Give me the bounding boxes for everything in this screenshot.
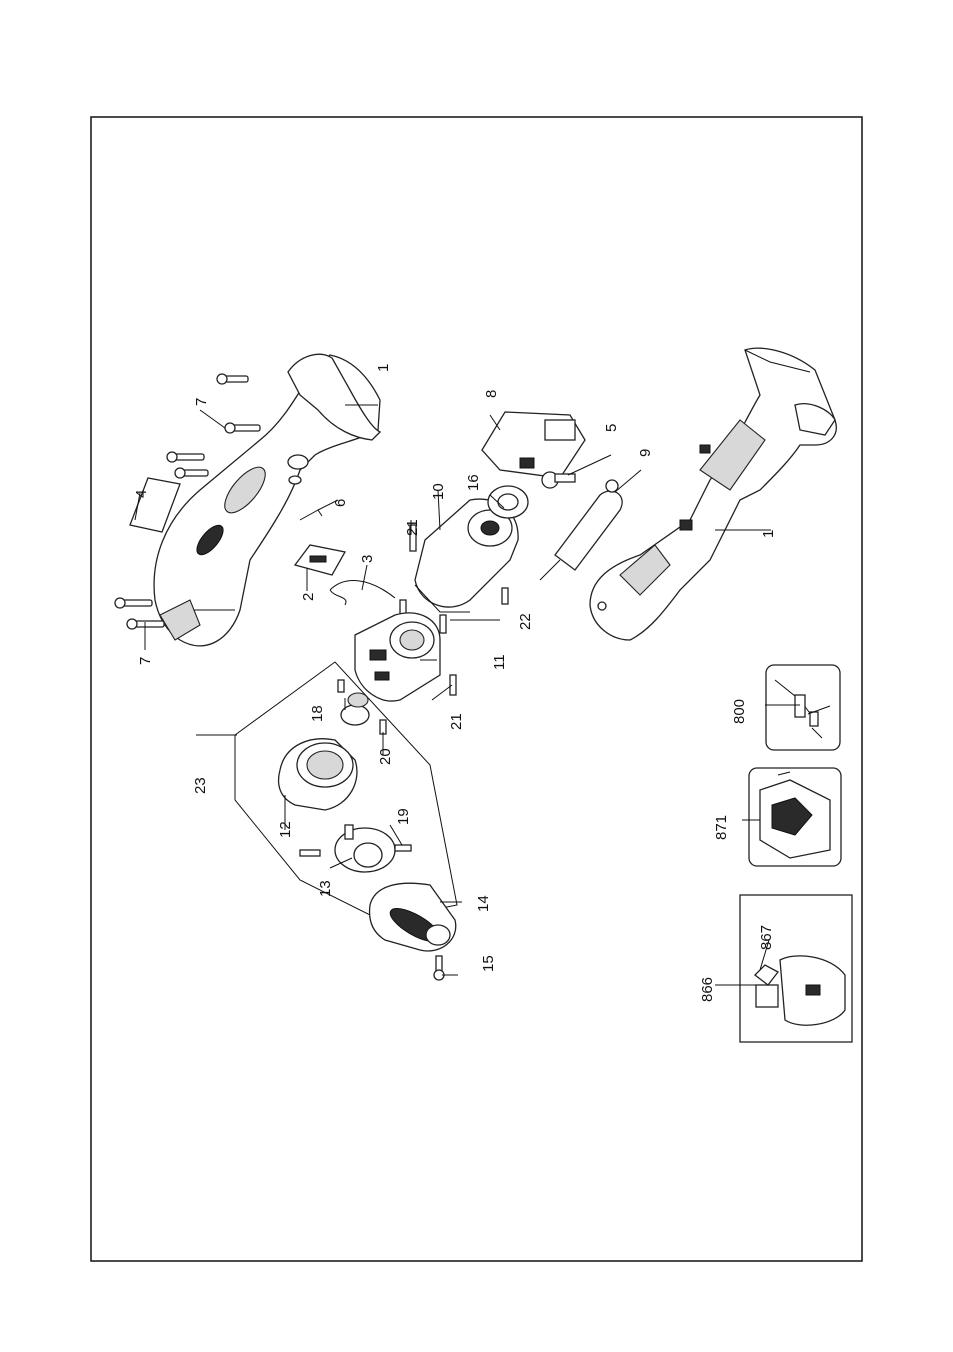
screw-20-drawing (380, 720, 386, 734)
label-part-10: 10 (430, 483, 447, 500)
label-part-21a: 21 (404, 519, 421, 536)
label-part-866: 866 (699, 977, 716, 1002)
ring-gear-drawing (279, 739, 357, 810)
label-part-18: 18 (309, 705, 326, 722)
chuck-screw-drawing (434, 956, 444, 980)
gear-housing-drawing (355, 613, 440, 701)
led-light-drawing (540, 480, 622, 580)
label-part-1-top: 1 (375, 364, 392, 372)
label-part-13: 13 (317, 880, 334, 897)
battery-box (749, 768, 841, 866)
label-part-23: 23 (192, 777, 209, 794)
chuck-drawing (370, 883, 456, 951)
handle-bottom-drawing (590, 348, 836, 640)
label-part-3: 3 (359, 555, 376, 563)
switch-plate-drawing (295, 545, 345, 575)
label-part-19: 19 (395, 808, 412, 825)
wire-harness-box (766, 665, 840, 750)
label-part-2: 2 (300, 593, 317, 601)
switch-drawing (482, 412, 585, 478)
bearing-drawing (488, 486, 528, 518)
label-part-800: 800 (731, 699, 748, 724)
small-spring-drawing (300, 510, 322, 520)
charger-box (740, 895, 852, 1042)
label-part-867: 867 (758, 925, 775, 950)
label-part-7b: 7 (137, 657, 154, 665)
label-part-6: 6 (332, 499, 349, 507)
label-part-12: 12 (277, 821, 294, 838)
label-part-21b: 21 (448, 713, 465, 730)
label-part-9: 9 (637, 449, 654, 457)
label-part-16: 16 (465, 474, 482, 491)
label-part-8: 8 (483, 390, 500, 398)
label-part-1-bottom: 1 (760, 530, 777, 538)
spring-clip-drawing (330, 581, 395, 605)
label-part-20: 20 (377, 748, 394, 765)
label-part-4: 4 (133, 490, 150, 498)
label-part-871: 871 (713, 815, 730, 840)
label-part-11: 11 (491, 654, 508, 670)
label-part-5: 5 (603, 424, 620, 432)
label-part-15: 15 (480, 955, 497, 972)
diagram-frame (91, 117, 862, 1261)
label-part-7a: 7 (193, 398, 210, 406)
label-part-22: 22 (517, 613, 534, 630)
label-part-14: 14 (475, 895, 492, 912)
